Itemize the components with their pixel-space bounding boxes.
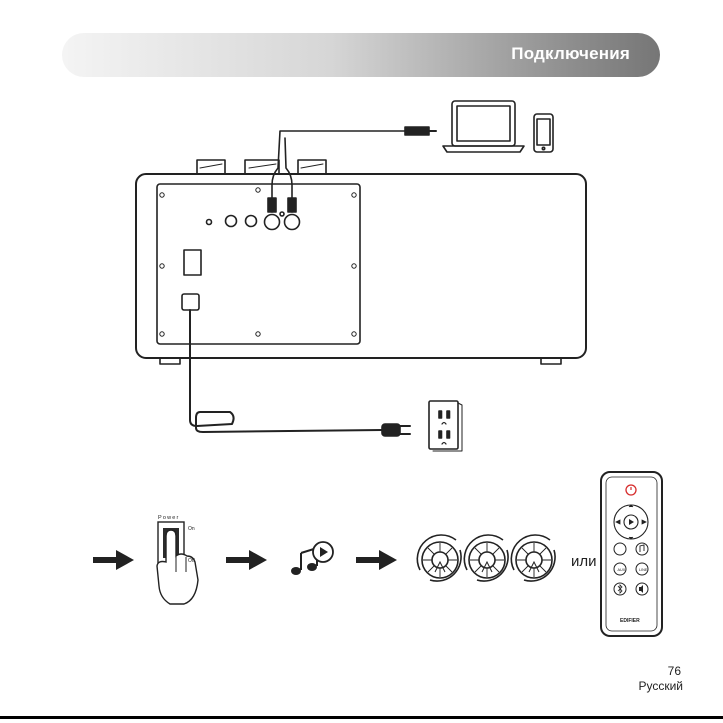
laptop-icon: [443, 101, 524, 152]
remote-control: AUX LINE EDIFIER: [601, 472, 662, 636]
speaker-power-switch: [184, 250, 201, 275]
volume-knob-icon: [511, 535, 555, 581]
rca-cable: [268, 127, 436, 212]
power-on-label: On: [188, 526, 195, 532]
speaker-top-knobs: [197, 160, 326, 174]
page-number: 76: [668, 664, 681, 678]
smartphone-icon: [534, 114, 553, 152]
power-off-label: Off: [188, 558, 195, 564]
page-language: Русский: [638, 679, 683, 693]
remote-line-label: LINE: [639, 568, 648, 572]
arrow-right-icon: [356, 550, 397, 570]
wall-outlet-icon: [429, 401, 462, 451]
remote-brand-label: EDIFIER: [620, 618, 640, 624]
volume-knobs: [417, 535, 555, 581]
volume-knob-icon: [464, 535, 508, 581]
power-switch-label: Power: [158, 515, 180, 521]
arrow-right-icon: [226, 550, 267, 570]
footer-rule: [0, 716, 723, 719]
input-jacks: [207, 212, 300, 230]
remote-aux-label: AUX: [618, 568, 626, 572]
remote-bluetooth-button: [614, 543, 626, 555]
power-cable: [190, 310, 410, 436]
arrow-right-icon: [93, 550, 134, 570]
speaker-unit: [136, 174, 586, 364]
music-play-icon: [291, 542, 333, 575]
remote-music-button: [636, 543, 648, 555]
ac-input-socket: [182, 294, 199, 310]
volume-knob-icon: [417, 535, 461, 581]
step-arrows: [93, 550, 397, 570]
or-label: или: [571, 553, 597, 570]
